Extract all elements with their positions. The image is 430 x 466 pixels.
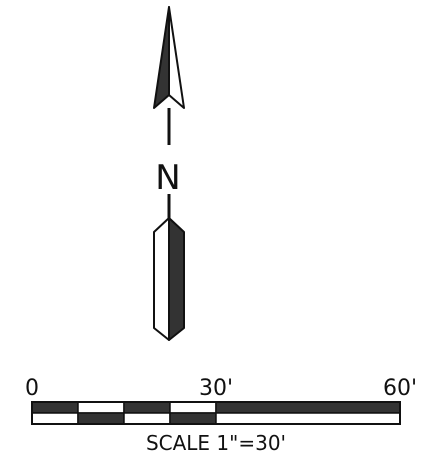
scale-tick-label-60: 60' <box>383 376 417 401</box>
scale-segment-2-bottom <box>77 412 125 425</box>
scale-segment-2-top <box>77 401 125 414</box>
scale-tick-label-30: 30' <box>199 376 233 401</box>
scale-segment-4-bottom <box>169 412 217 425</box>
scale-segment-3-bottom <box>123 412 171 425</box>
scale-segment-5-bottom <box>215 412 401 425</box>
scale-bar-frame <box>31 401 401 425</box>
scale-segment-3-top <box>123 401 171 414</box>
scale-caption: SCALE 1"=30' <box>146 431 286 455</box>
scale-segment-1-bottom <box>31 412 79 425</box>
scale-tick-labels: 0 30' 60' <box>25 376 417 401</box>
north-arrow-tail-dark <box>168 217 185 341</box>
north-arrow-head-light <box>168 6 185 109</box>
north-arrow-tail-light <box>153 217 170 341</box>
scale-tick-label-0: 0 <box>25 376 39 401</box>
scale-bar <box>31 401 401 425</box>
north-arrow-letter: N <box>155 158 180 198</box>
north-arrow: N <box>153 6 185 341</box>
scale-segment-1-top <box>31 401 79 414</box>
scale-segment-5-top <box>215 401 401 414</box>
scale-segment-4-top <box>169 401 217 414</box>
north-arrow-head-dark <box>153 6 170 109</box>
